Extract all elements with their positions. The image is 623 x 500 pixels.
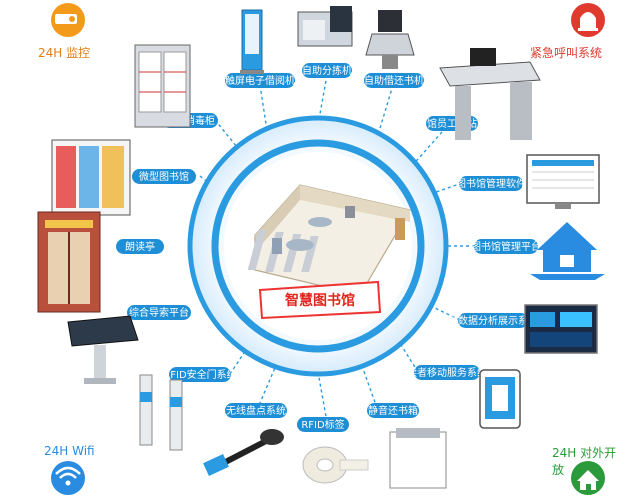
- node-label: 无线盘点系统: [226, 404, 286, 417]
- center-title-banner: 智慧图书馆: [258, 280, 382, 320]
- node-return-box: 静音还书箱: [367, 403, 419, 418]
- center-title: 智慧图书馆: [284, 292, 355, 309]
- node-label: 触屏电子借阅机: [225, 74, 295, 87]
- node-label: 自助分拣机: [302, 64, 352, 77]
- node-pill: [225, 73, 295, 88]
- node-sorter: 自助分拣机: [302, 63, 352, 78]
- node-label: 朗读亭: [125, 240, 155, 253]
- platform-house-icon: [530, 222, 605, 280]
- self-checkout-image: [365, 10, 415, 69]
- staff-desk-image: [439, 48, 541, 140]
- node-pill: [169, 367, 231, 382]
- node-label: 大数据分析展示系统: [448, 314, 538, 327]
- node-pill: [474, 239, 538, 254]
- node-pill: [414, 365, 480, 380]
- library-floorplan-illustration: [247, 184, 411, 296]
- touch-reader-image: [240, 9, 264, 74]
- node-label: 图书馆管理平台: [471, 240, 541, 253]
- node-pill: [459, 176, 523, 191]
- mini-library-image: [51, 139, 131, 216]
- node-label: 图书馆管理软件: [456, 177, 526, 190]
- node-pill: [367, 403, 419, 418]
- node-rfid-tag: RFID标签: [297, 417, 349, 432]
- node-label: 综合导索平台: [129, 306, 189, 319]
- node-pill: [132, 169, 196, 184]
- node-pill: [458, 313, 528, 328]
- node-pill: [364, 73, 424, 88]
- device-illustrations: [37, 6, 605, 489]
- node-mini-library: 微型图书馆: [132, 169, 196, 184]
- node-pill: [225, 403, 287, 418]
- kiosk-image: [67, 315, 139, 384]
- node-reading-booth: 朗读亭: [116, 239, 164, 254]
- node-self-checkout: 自助借还书机: [364, 73, 424, 88]
- inventory-scanner-image: [203, 429, 284, 476]
- node-label: 读者移动服务系统: [407, 366, 487, 379]
- disinfection-cabinet-image: [134, 44, 191, 128]
- alarm-bell-icon: [571, 3, 605, 37]
- node-mobile: 读者移动服务系统: [407, 365, 487, 380]
- wifi-icon: [51, 461, 85, 495]
- house-open-icon: [571, 461, 605, 495]
- cctv-icon: [51, 3, 85, 37]
- reading-booth-image: [37, 211, 101, 313]
- node-mgmt-platform: 图书馆管理平台: [471, 239, 541, 254]
- sorter-image: [297, 6, 353, 47]
- corner-label-monitoring: 24H 监控: [38, 46, 91, 60]
- node-inventory: 无线盘点系统: [225, 403, 287, 418]
- node-label: 静音还书箱: [368, 404, 418, 417]
- node-mgmt-software: 图书馆管理软件: [456, 176, 526, 191]
- software-monitor-image: [526, 154, 600, 209]
- node-label: 自助借还书机: [364, 74, 424, 87]
- node-label: RFID标签: [301, 418, 344, 431]
- node-pill: [302, 63, 352, 78]
- corner-label-emergency-call: 紧急呼叫系统: [530, 46, 603, 60]
- corner-label-wifi: 24H Wifi: [44, 444, 95, 458]
- corner-label-open-hours: 24H 对外开放: [552, 446, 617, 477]
- node-label: 微型图书馆: [139, 170, 189, 183]
- node-bigdata: 大数据分析展示系统: [448, 313, 538, 328]
- rfid-gate-image: [139, 374, 183, 451]
- rfid-tag-roll-image: [302, 446, 369, 484]
- node-pill: [127, 305, 191, 320]
- node-pill: [297, 417, 349, 432]
- node-gate: RFID安全门系统: [163, 367, 237, 382]
- node-label: RFID安全门系统: [163, 368, 236, 381]
- node-kiosk: 综合导索平台: [127, 305, 191, 320]
- return-box-image: [389, 428, 447, 489]
- node-pill: [116, 239, 164, 254]
- mobile-tablet-image: [479, 369, 521, 429]
- node-touch-reader: 触屏电子借阅机: [225, 73, 295, 88]
- bigdata-monitor-image: [524, 304, 598, 354]
